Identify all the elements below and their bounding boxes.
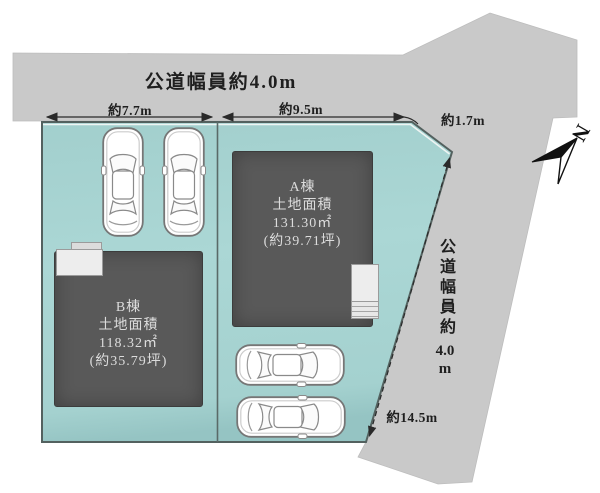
land-edge-highlight <box>43 123 450 155</box>
building-b-area-title: 土地面積 <box>98 318 159 333</box>
building-a-porch-steps <box>351 301 379 319</box>
building-b-area-tsubo: (約35.79坪) <box>89 354 168 369</box>
building-a-name: A棟 <box>289 180 316 195</box>
building-a-area-tsubo: (約39.71坪) <box>263 234 342 249</box>
dimension-line-front-a-hook <box>403 116 419 125</box>
building-b-area-sqm: 118.32㎡ <box>99 336 158 351</box>
right-road-width-text: 公道幅員約 <box>437 238 454 338</box>
right-road-width-number: 4.0 <box>435 343 455 359</box>
north-arrow-icon <box>531 137 578 185</box>
building-a-porch <box>351 264 379 319</box>
building-b: B棟 土地面積 118.32㎡ (約35.79坪) <box>54 251 203 407</box>
right-road-width-unit: m <box>438 361 452 377</box>
car-icon <box>162 127 206 237</box>
building-b-name: B棟 <box>115 300 142 315</box>
car-icon <box>101 127 145 237</box>
building-b-porch <box>56 249 103 276</box>
dimension-line-side <box>368 156 451 438</box>
car-icon <box>236 395 346 439</box>
building-a-area-sqm: 131.30㎡ <box>272 216 333 231</box>
right-road-width-label: 公道幅員約 4.0 m <box>430 238 460 378</box>
top-road-width-label: 公道幅員約4.0m <box>144 72 298 93</box>
frontage-b-dimension-label: 約7.7m <box>107 103 153 118</box>
car-icon <box>235 343 345 387</box>
building-a: A棟 土地面積 131.30㎡ (約39.71坪) <box>232 151 373 327</box>
side-dimension-label: 約14.5m <box>386 410 438 425</box>
building-a-area-title: 土地面積 <box>272 198 333 213</box>
corner-dimension-label: 約1.7m <box>440 113 486 128</box>
frontage-a-dimension-label: 約9.5m <box>278 102 324 117</box>
